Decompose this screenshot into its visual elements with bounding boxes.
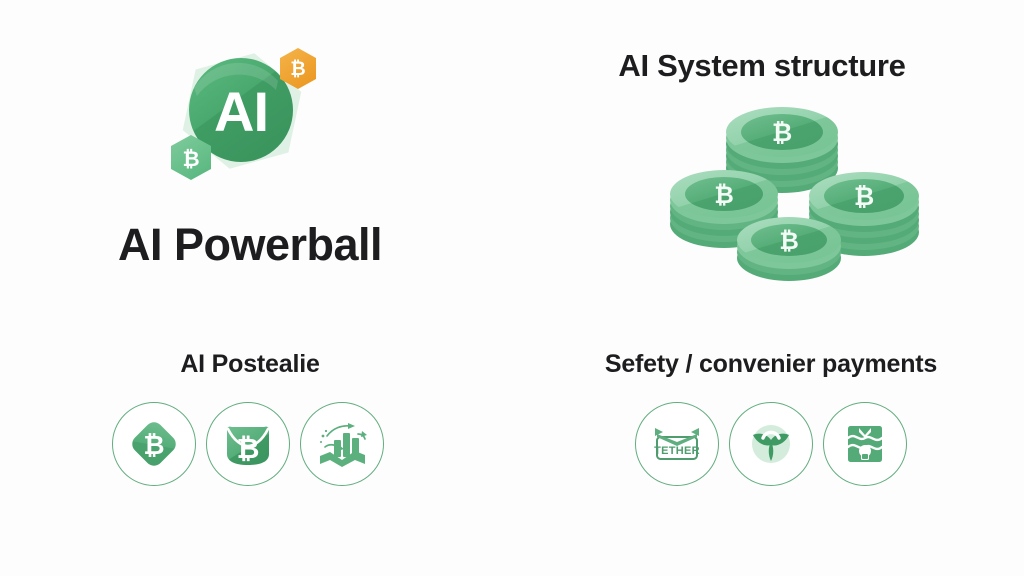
logo-circle: AI: [189, 58, 293, 162]
svg-text:₿: ₿: [714, 182, 734, 209]
tether-sign-icon[interactable]: TETHER: [635, 402, 719, 486]
svg-text:₿: ₿: [772, 119, 792, 147]
ai-powerball-logo: AI ₿ ₿: [150, 38, 335, 198]
bitcoin-glyph: ₿: [143, 430, 164, 460]
tether-label: TETHER: [654, 445, 700, 457]
svg-text:₿: ₿: [854, 183, 874, 211]
features-left-panel: AI Postealie ₿: [0, 330, 512, 576]
secure-leaf-lock-icon[interactable]: [729, 402, 813, 486]
bitcoin-coin-stacks-illustration: ₿ ₿: [652, 100, 952, 300]
svg-text:₿: ₿: [182, 148, 199, 171]
features-left-icon-row: ₿ ₿: [0, 402, 512, 486]
bitcoin-glyph: ₿: [237, 433, 260, 464]
structure-title: AI System structure: [618, 48, 906, 83]
features-right-heading: Sefety / convenier payments: [604, 350, 938, 378]
bitcoin-badge-orange: ₿: [280, 48, 316, 89]
features-left-heading: AI Postealie: [180, 350, 320, 378]
svg-text:₿: ₿: [290, 59, 305, 80]
bitcoin-diamond-icon[interactable]: ₿: [112, 402, 196, 486]
features-right-panel: Sefety / convenier payments TETHER: [512, 330, 1024, 576]
brand-panel: AI ₿ ₿ AI Powerball: [0, 0, 512, 330]
structure-panel: AI System structure: [512, 0, 1024, 330]
growth-chart-icon[interactable]: [300, 402, 384, 486]
wallet-drawstring: [226, 427, 270, 448]
bitcoin-badge-green: ₿: [171, 135, 211, 180]
bitcoin-wallet-icon[interactable]: ₿: [206, 402, 290, 486]
wave-payment-card-icon[interactable]: [823, 402, 907, 486]
logo-text: AI: [214, 80, 268, 143]
page-title: AI Powerball: [117, 219, 383, 270]
features-right-icon-row: TETHER: [512, 402, 1024, 486]
coin-stack-front: ₿: [737, 217, 841, 281]
svg-text:₿: ₿: [779, 228, 799, 255]
